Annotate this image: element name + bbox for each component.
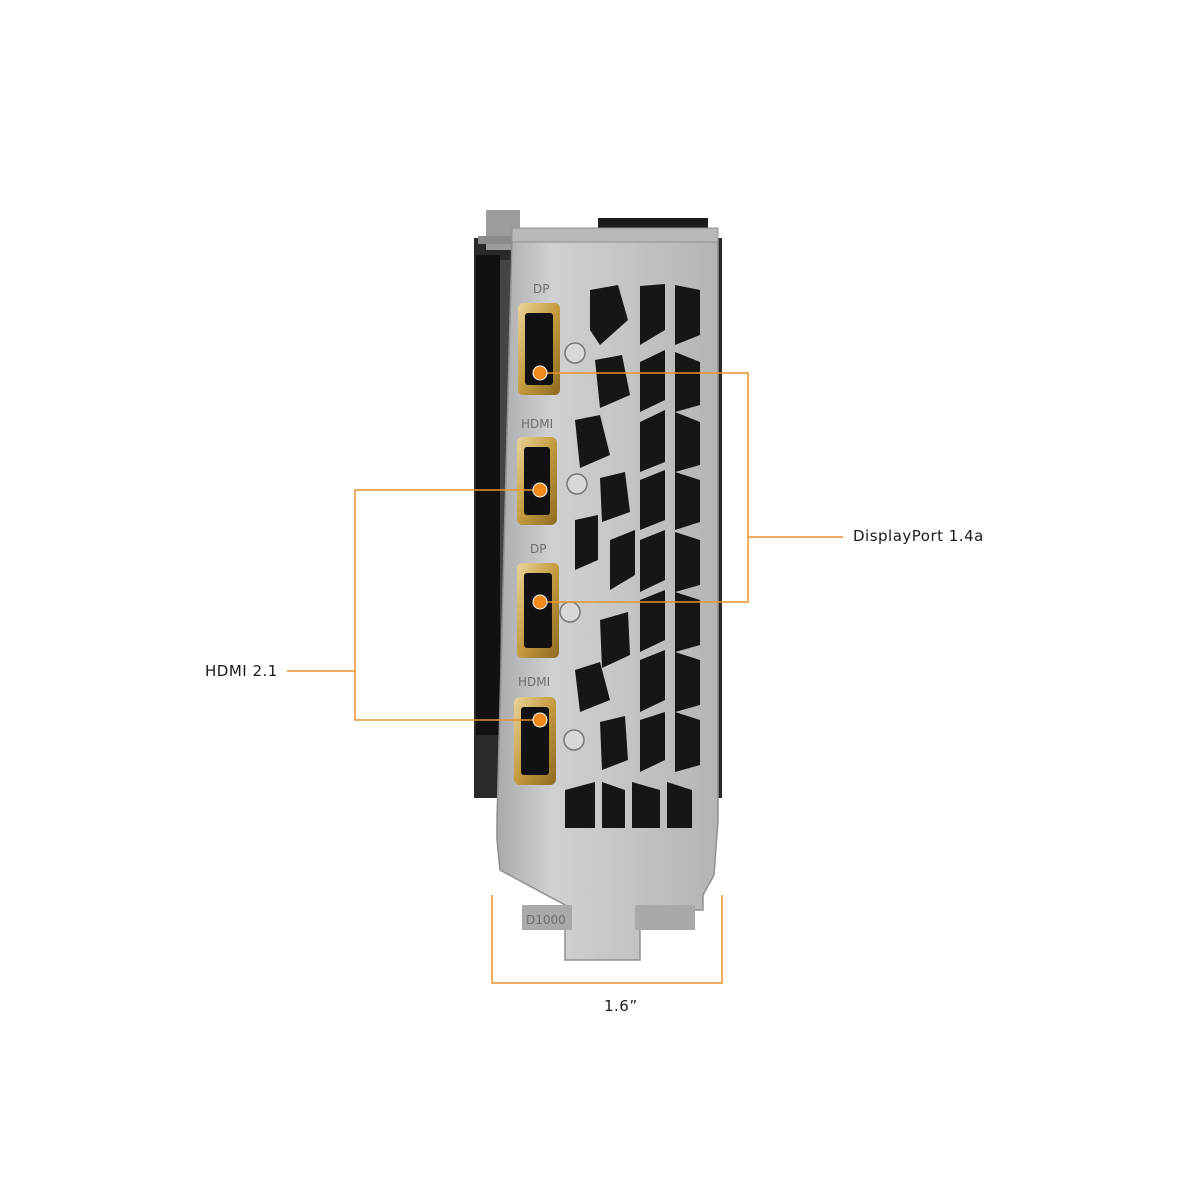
vent-holes — [565, 284, 700, 828]
hdmi-callout-label: HDMI 2.1 — [205, 662, 278, 680]
port-label-hdmi-top: HDMI — [521, 417, 553, 431]
displayport-callout-label: DisplayPort 1.4a — [853, 527, 984, 545]
bracket-screws — [559, 342, 588, 751]
displayport-callout-lines — [540, 372, 843, 603]
hdmi-port-top — [517, 437, 557, 525]
callout-dots — [532, 365, 548, 728]
hdmi-callout-lines — [287, 489, 540, 721]
tab-marking: D1000 — [526, 913, 566, 927]
width-dimension-label: 1.6” — [604, 997, 638, 1015]
displayport-top — [518, 303, 560, 395]
bracket-tabs: D1000 — [522, 905, 695, 930]
hdmi-port-bottom — [514, 697, 556, 785]
port-label-hdmi-bottom: HDMI — [518, 675, 550, 689]
port-label-dp-bottom: DP — [530, 542, 546, 556]
port-label-dp-top: DP — [533, 282, 549, 296]
displayport-bottom — [517, 563, 559, 658]
bracket-top-flange — [511, 227, 719, 243]
width-dimension-lines — [491, 895, 723, 984]
